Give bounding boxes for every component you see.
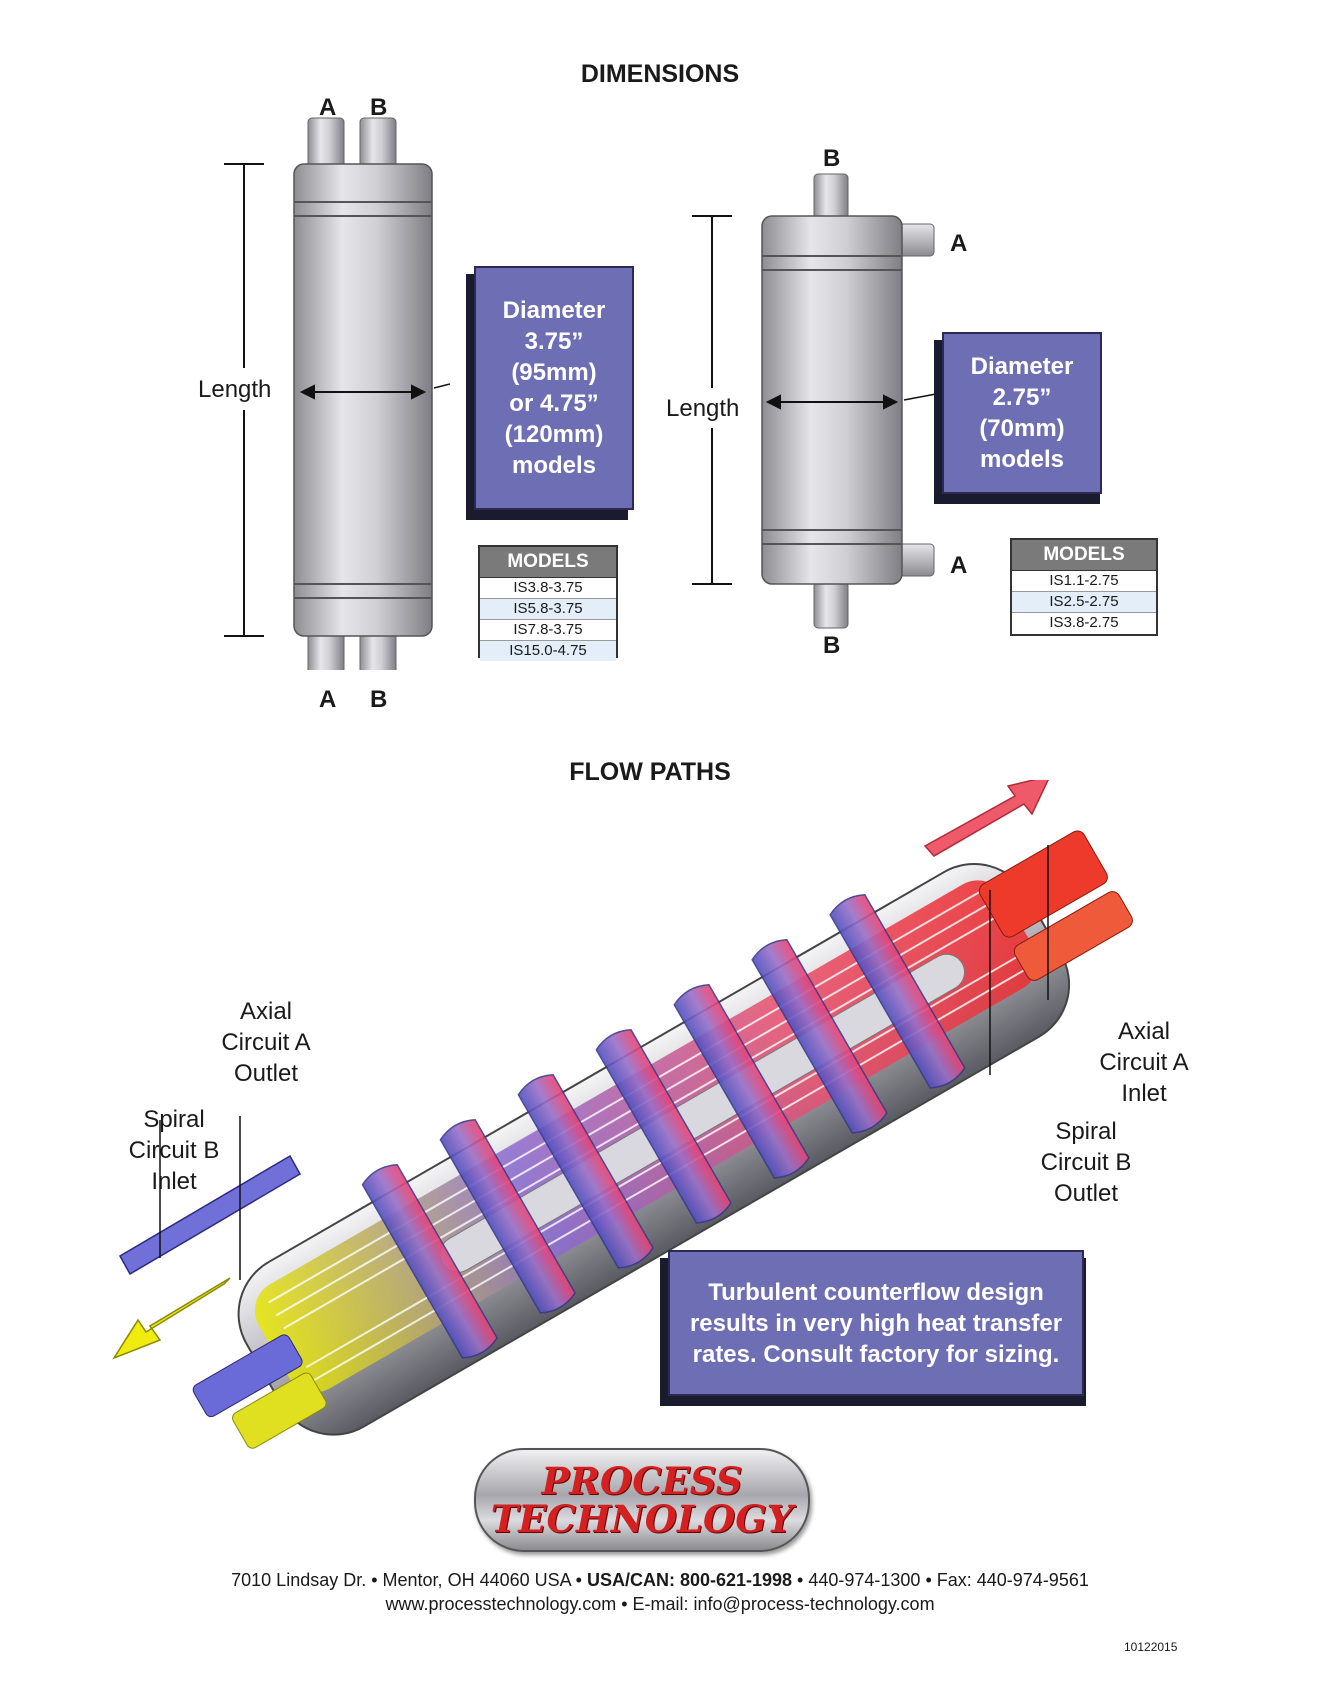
callout-line: results in very high heat transfer (689, 1309, 1063, 1337)
flow-paths-title: FLOW PATHS (569, 758, 731, 786)
footer-phone-fax: • 440-974-1300 • Fax: 440-974-9561 (792, 1570, 1089, 1590)
right-diameter-line: Diameter (970, 353, 1074, 380)
footer-phone-usa: USA/CAN: 800-621-1998 (586, 1570, 793, 1590)
right-length-label: Length (666, 395, 740, 422)
port-pipe-a-top (307, 117, 345, 169)
left-bottom-port-b: B (370, 686, 388, 713)
cylinder-body (293, 163, 433, 637)
right-top-port-b: B (823, 145, 841, 172)
footer-address-line: 7010 Lindsay Dr. • Mentor, OH 44060 USA … (100, 1570, 1220, 1591)
logo-line-2: TECHNOLOGY (490, 1497, 794, 1541)
label-axial-circuit-a-outlet: Axial Circuit A Outlet (221, 998, 311, 1087)
port-pipe-b-top (813, 173, 849, 221)
footer-web-email: www.processtechnology.com • E-mail: info… (385, 1594, 935, 1614)
process-technology-logo: PROCESS TECHNOLOGY (474, 1448, 810, 1552)
left-bottom-port-a: A (319, 686, 337, 713)
blue-inlet-arrow (118, 1154, 302, 1276)
length-bracket (692, 215, 732, 585)
label-spiral-circuit-b-outlet: Spiral Circuit B Outlet (1040, 1118, 1132, 1207)
model-row: IS1.1-2.75 (1012, 571, 1156, 592)
red-arrow (923, 780, 1049, 857)
model-row: IS5.8-3.75 (480, 599, 616, 620)
callout-line: Turbulent counterflow design (708, 1278, 1044, 1306)
left-diameter-line: 3.75” (524, 328, 584, 355)
model-row: IS3.8-2.75 (1049, 614, 1119, 631)
model-row: IS3.8-3.75 (480, 578, 616, 599)
exchanger-shell (192, 830, 1133, 1449)
diameter-arrow (765, 394, 899, 410)
spiral-ribbons (361, 893, 966, 1359)
left-models-table: MODELS IS3.8-3.75 IS5.8-3.75 IS7.8-3.75 … (478, 545, 618, 661)
model-row: IS7.8-3.75 (480, 620, 616, 641)
right-side-port-a-top: A (950, 230, 968, 257)
right-diameter-line: 2.75” (992, 384, 1052, 411)
footer-address: 7010 Lindsay Dr. • Mentor, OH 44060 USA … (231, 1570, 587, 1590)
cylinder-body (761, 215, 903, 585)
port-pipe-b-top (359, 117, 397, 169)
label-axial-circuit-a-inlet: Axial Circuit A Inlet (1099, 1018, 1189, 1107)
length-bracket (224, 163, 264, 637)
left-unit-drawing (224, 117, 450, 670)
model-row: IS2.5-2.75 (1012, 592, 1156, 613)
logo-line-1: PROCESS (541, 1459, 743, 1503)
port-pipe-b-bottom (813, 581, 849, 629)
left-diameter-line: or 4.75” (509, 390, 599, 417)
right-diameter-line: models (979, 446, 1065, 473)
flow-paths-illustration (112, 780, 1133, 1449)
right-unit-drawing (692, 173, 937, 629)
left-diameter-line: models (511, 452, 597, 479)
left-diameter-line: Diameter (502, 297, 606, 324)
left-diameter-line: (120mm) (504, 421, 604, 448)
callout-line: rates. Consult factory for sizing. (692, 1340, 1060, 1368)
left-diameter-line: (95mm) (511, 359, 597, 386)
models-header: MODELS (1012, 540, 1156, 571)
yellow-arrow (112, 1277, 231, 1360)
left-top-port-b: B (370, 94, 388, 121)
right-models-table: MODELS IS1.1-2.75 IS2.5-2.75 IS3.8-2.75 (1010, 538, 1158, 636)
right-diameter-line: (70mm) (979, 415, 1065, 442)
left-length-label: Length (198, 376, 272, 403)
models-header: MODELS (480, 547, 616, 578)
left-top-port-a: A (319, 94, 337, 121)
dimensions-title: DIMENSIONS (580, 60, 740, 88)
diameter-arrow (299, 384, 427, 400)
model-row: IS15.0-4.75 (480, 641, 616, 661)
label-spiral-circuit-b-inlet: Spiral Circuit B Inlet (128, 1106, 220, 1195)
document-number: 10122015 (1124, 1640, 1178, 1654)
right-bottom-port-b: B (823, 632, 841, 659)
right-side-port-a-bottom: A (950, 552, 968, 579)
